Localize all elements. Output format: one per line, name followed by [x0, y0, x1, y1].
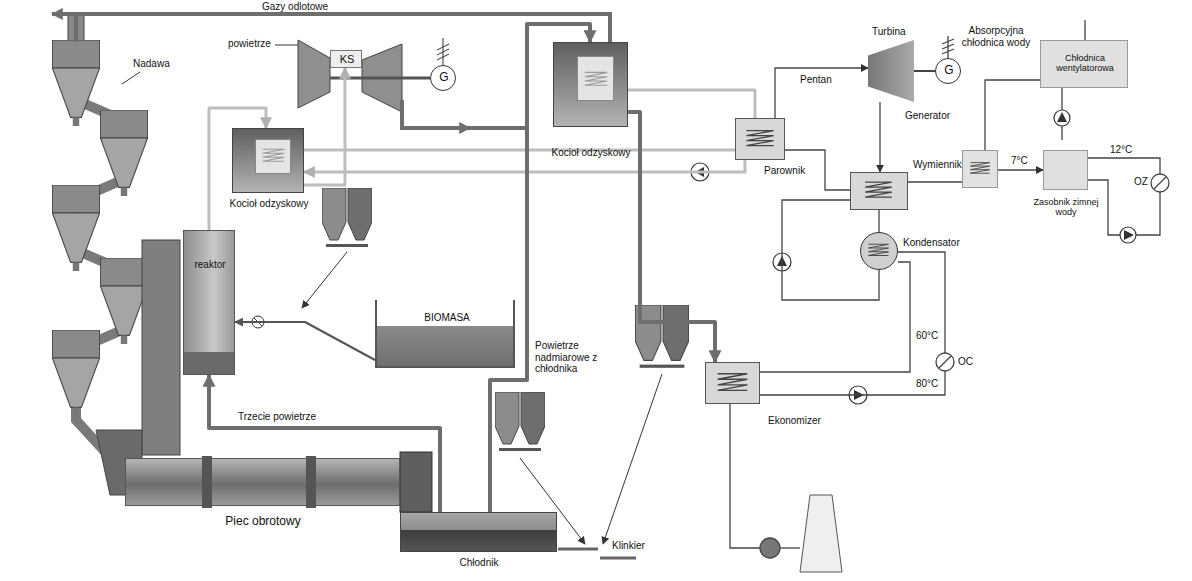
- node-label: BIOMASA: [424, 312, 470, 324]
- combustion-chamber: KS: [330, 50, 362, 68]
- flow-line: [775, 68, 868, 118]
- medium-label: Pentan: [800, 74, 832, 86]
- dust-line: [603, 374, 662, 544]
- flow-connector: [775, 68, 868, 118]
- valve-label: OZ: [1134, 176, 1148, 188]
- node-label: Kocioł odzyskowy: [552, 147, 631, 159]
- clinker-cooler: Chłodnik: [400, 512, 557, 552]
- node-label: KS: [340, 53, 355, 66]
- dust-line: [302, 252, 347, 308]
- rotary-kiln: Piec obrotowy: [125, 458, 400, 506]
- node-label: Turbina: [872, 26, 906, 38]
- flow-connector: [760, 252, 945, 395]
- flow-label: Gazy odlotowe: [262, 1, 328, 13]
- flow-connector: [304, 68, 345, 185]
- flow-connector: [998, 170, 1043, 171]
- flow-label: Powietrze nadmiarowe z chłodnika: [535, 340, 607, 375]
- flow-line: [304, 149, 735, 152]
- temperature-label: 60°C: [916, 330, 938, 342]
- flow-line: [879, 102, 880, 172]
- flow-line: [304, 68, 345, 185]
- node-label: Zasobnik zimnej wody: [1031, 197, 1101, 218]
- flow-connector: [880, 102, 881, 172]
- evaporator: Parownik: [735, 118, 785, 160]
- node-label: Chłodnica wentylatorowa: [1045, 53, 1125, 74]
- node-label: Ekonomizer: [768, 415, 821, 427]
- node-label: reaktor: [194, 259, 225, 271]
- valve-label: OC: [958, 356, 973, 368]
- clinker-belt: [600, 557, 636, 560]
- connector-label: Trzecie powietrze: [236, 411, 318, 423]
- flow-line: [908, 181, 962, 182]
- node-label: G: [944, 64, 953, 78]
- reactor-box: reaktor: [183, 230, 235, 375]
- flow-line: [235, 322, 375, 360]
- flow-label: powietrze: [228, 38, 271, 50]
- node-label: Kondensator: [903, 237, 960, 249]
- flow-line: [878, 210, 879, 232]
- flow-connector: [908, 182, 962, 183]
- biomass-tank: BIOMASA: [375, 300, 515, 368]
- cold-water-tank: Zasobnik zimnej wody: [1043, 150, 1088, 190]
- node-label: Kocioł odzyskowy: [230, 198, 309, 210]
- flow-connector: [985, 80, 1040, 150]
- node-label: Absorpcyjna chłodnica wody: [956, 25, 1036, 48]
- orc-turbine: Turbina: [868, 40, 914, 102]
- node-label: Wymiennik: [913, 159, 962, 171]
- clinker-belt: [558, 548, 598, 551]
- flow-line: [998, 169, 1043, 170]
- node-label: Piec obrotowy: [225, 515, 300, 529]
- flow-connector: [304, 160, 745, 172]
- flow-line: [898, 252, 945, 353]
- node-label: Chłodnik: [460, 557, 499, 569]
- feed-label: Nadawa: [133, 58, 170, 70]
- condenser: Kondensator: [860, 232, 898, 270]
- callout-label: Generator: [905, 110, 950, 122]
- flow-connector: [304, 150, 735, 151]
- filter: [635, 305, 688, 368]
- recovery-boiler: Kocioł odzyskowy: [232, 128, 304, 193]
- flow-line: [628, 90, 755, 118]
- flow-line: [628, 112, 715, 362]
- pumps: [691, 110, 1136, 404]
- flow-connector: [235, 322, 375, 360]
- gas-turbine: [275, 38, 527, 128]
- flow-line: [304, 160, 745, 172]
- tower-outlet: [74, 14, 78, 42]
- flow-line: [985, 80, 1040, 150]
- economizer: Ekonomizer: [705, 362, 760, 404]
- heat-exchanger: Wymiennik: [850, 172, 908, 210]
- absorption-chiller: Absorpcyjna chłodnica wody: [962, 150, 998, 188]
- flow-line: [760, 371, 945, 395]
- chimney: [800, 495, 842, 572]
- recovery-boiler: Kocioł odzyskowy: [553, 42, 628, 127]
- temperature-label: 80°C: [916, 378, 938, 390]
- pump-arrows: [695, 112, 1134, 400]
- flow-connector: [879, 210, 880, 232]
- node-label: G: [439, 71, 448, 85]
- product-label: Klinkier: [612, 540, 645, 552]
- fan-cooler: Chłodnica wentylatorowa: [1040, 40, 1128, 88]
- temperature-label: 12°C: [1110, 144, 1132, 156]
- flow-connector: [628, 112, 715, 362]
- filter: [495, 392, 545, 451]
- water-loops: [730, 20, 1169, 558]
- filter: [322, 188, 372, 247]
- flow-connector: [628, 90, 755, 118]
- connector-label: 7°C: [1009, 155, 1030, 167]
- generator-circle: G: [430, 65, 456, 91]
- kiln-hood: [400, 452, 432, 512]
- generator-circle: G: [935, 58, 961, 84]
- node-label: Parownik: [764, 165, 805, 177]
- preheater-tower: [52, 14, 180, 495]
